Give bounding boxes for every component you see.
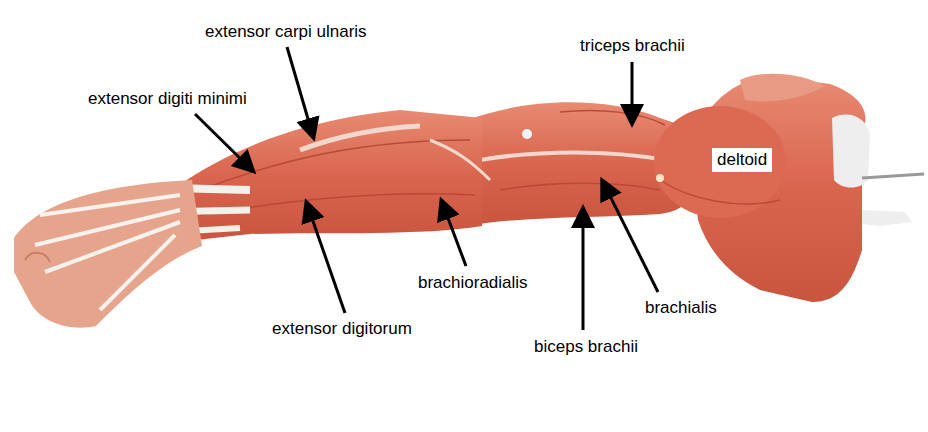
muscle-label: extensor carpi ulnaris bbox=[205, 22, 367, 42]
leader-arrow bbox=[307, 204, 345, 313]
leader-arrow bbox=[287, 47, 313, 136]
muscle-label: brachialis bbox=[645, 298, 717, 318]
muscle-label: extensor digitorum bbox=[272, 319, 412, 339]
leader-arrow bbox=[631, 62, 634, 122]
leader-arrow bbox=[582, 210, 585, 330]
muscle-label: triceps brachii bbox=[580, 36, 685, 56]
muscle-label: brachioradialis bbox=[418, 273, 528, 293]
leader-arrow bbox=[603, 182, 658, 292]
muscle-label: deltoid bbox=[712, 148, 772, 172]
leader-arrow bbox=[442, 202, 466, 266]
leader-arrow bbox=[195, 114, 252, 170]
muscle-label: biceps brachii bbox=[534, 337, 638, 357]
muscle-label: extensor digiti minimi bbox=[88, 89, 247, 109]
